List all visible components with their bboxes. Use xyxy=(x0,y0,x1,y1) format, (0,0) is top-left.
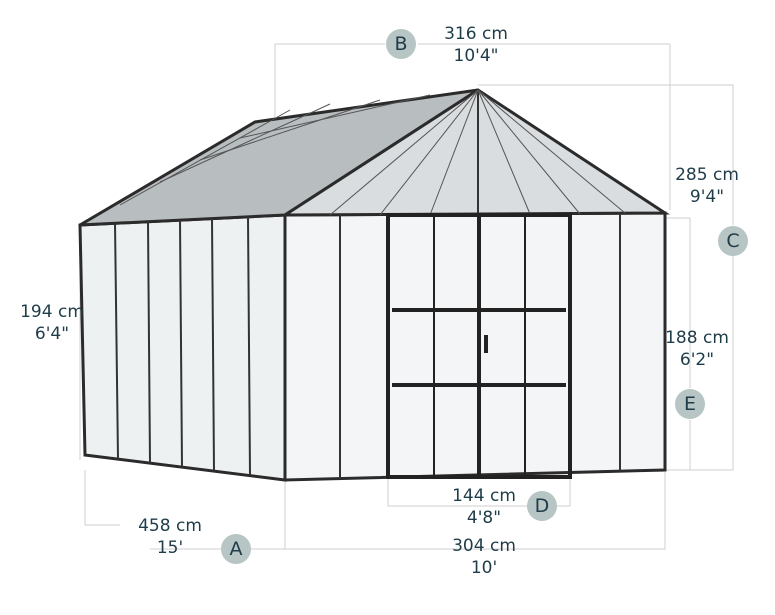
imperial-value: 9'4" xyxy=(689,187,725,207)
badge-b: B xyxy=(386,29,416,59)
imperial-value: 10' xyxy=(470,558,498,578)
metric-value: 316 cm xyxy=(444,24,508,44)
metric-value: 194 cm xyxy=(20,302,84,322)
badge-a: A xyxy=(221,534,251,564)
metric-value: 188 cm xyxy=(665,328,729,348)
door-handle xyxy=(484,335,488,353)
imperial-value: 6'4" xyxy=(34,324,70,344)
metric-value: 304 cm xyxy=(452,536,516,556)
metric-value: 458 cm xyxy=(138,516,202,536)
imperial-value: 4'8" xyxy=(466,508,502,528)
dimension-lines xyxy=(79,43,734,550)
metric-value: 285 cm xyxy=(675,165,739,185)
badge-c: C xyxy=(718,226,748,256)
metric-value: 144 cm xyxy=(452,486,516,506)
badge-e: E xyxy=(675,389,705,419)
greenhouse xyxy=(78,88,670,482)
imperial-value: 6'2" xyxy=(679,350,715,370)
door xyxy=(386,213,572,479)
imperial-value: 10'4" xyxy=(453,46,499,66)
imperial-value: 15' xyxy=(156,538,184,558)
badge-d: D xyxy=(527,491,557,521)
